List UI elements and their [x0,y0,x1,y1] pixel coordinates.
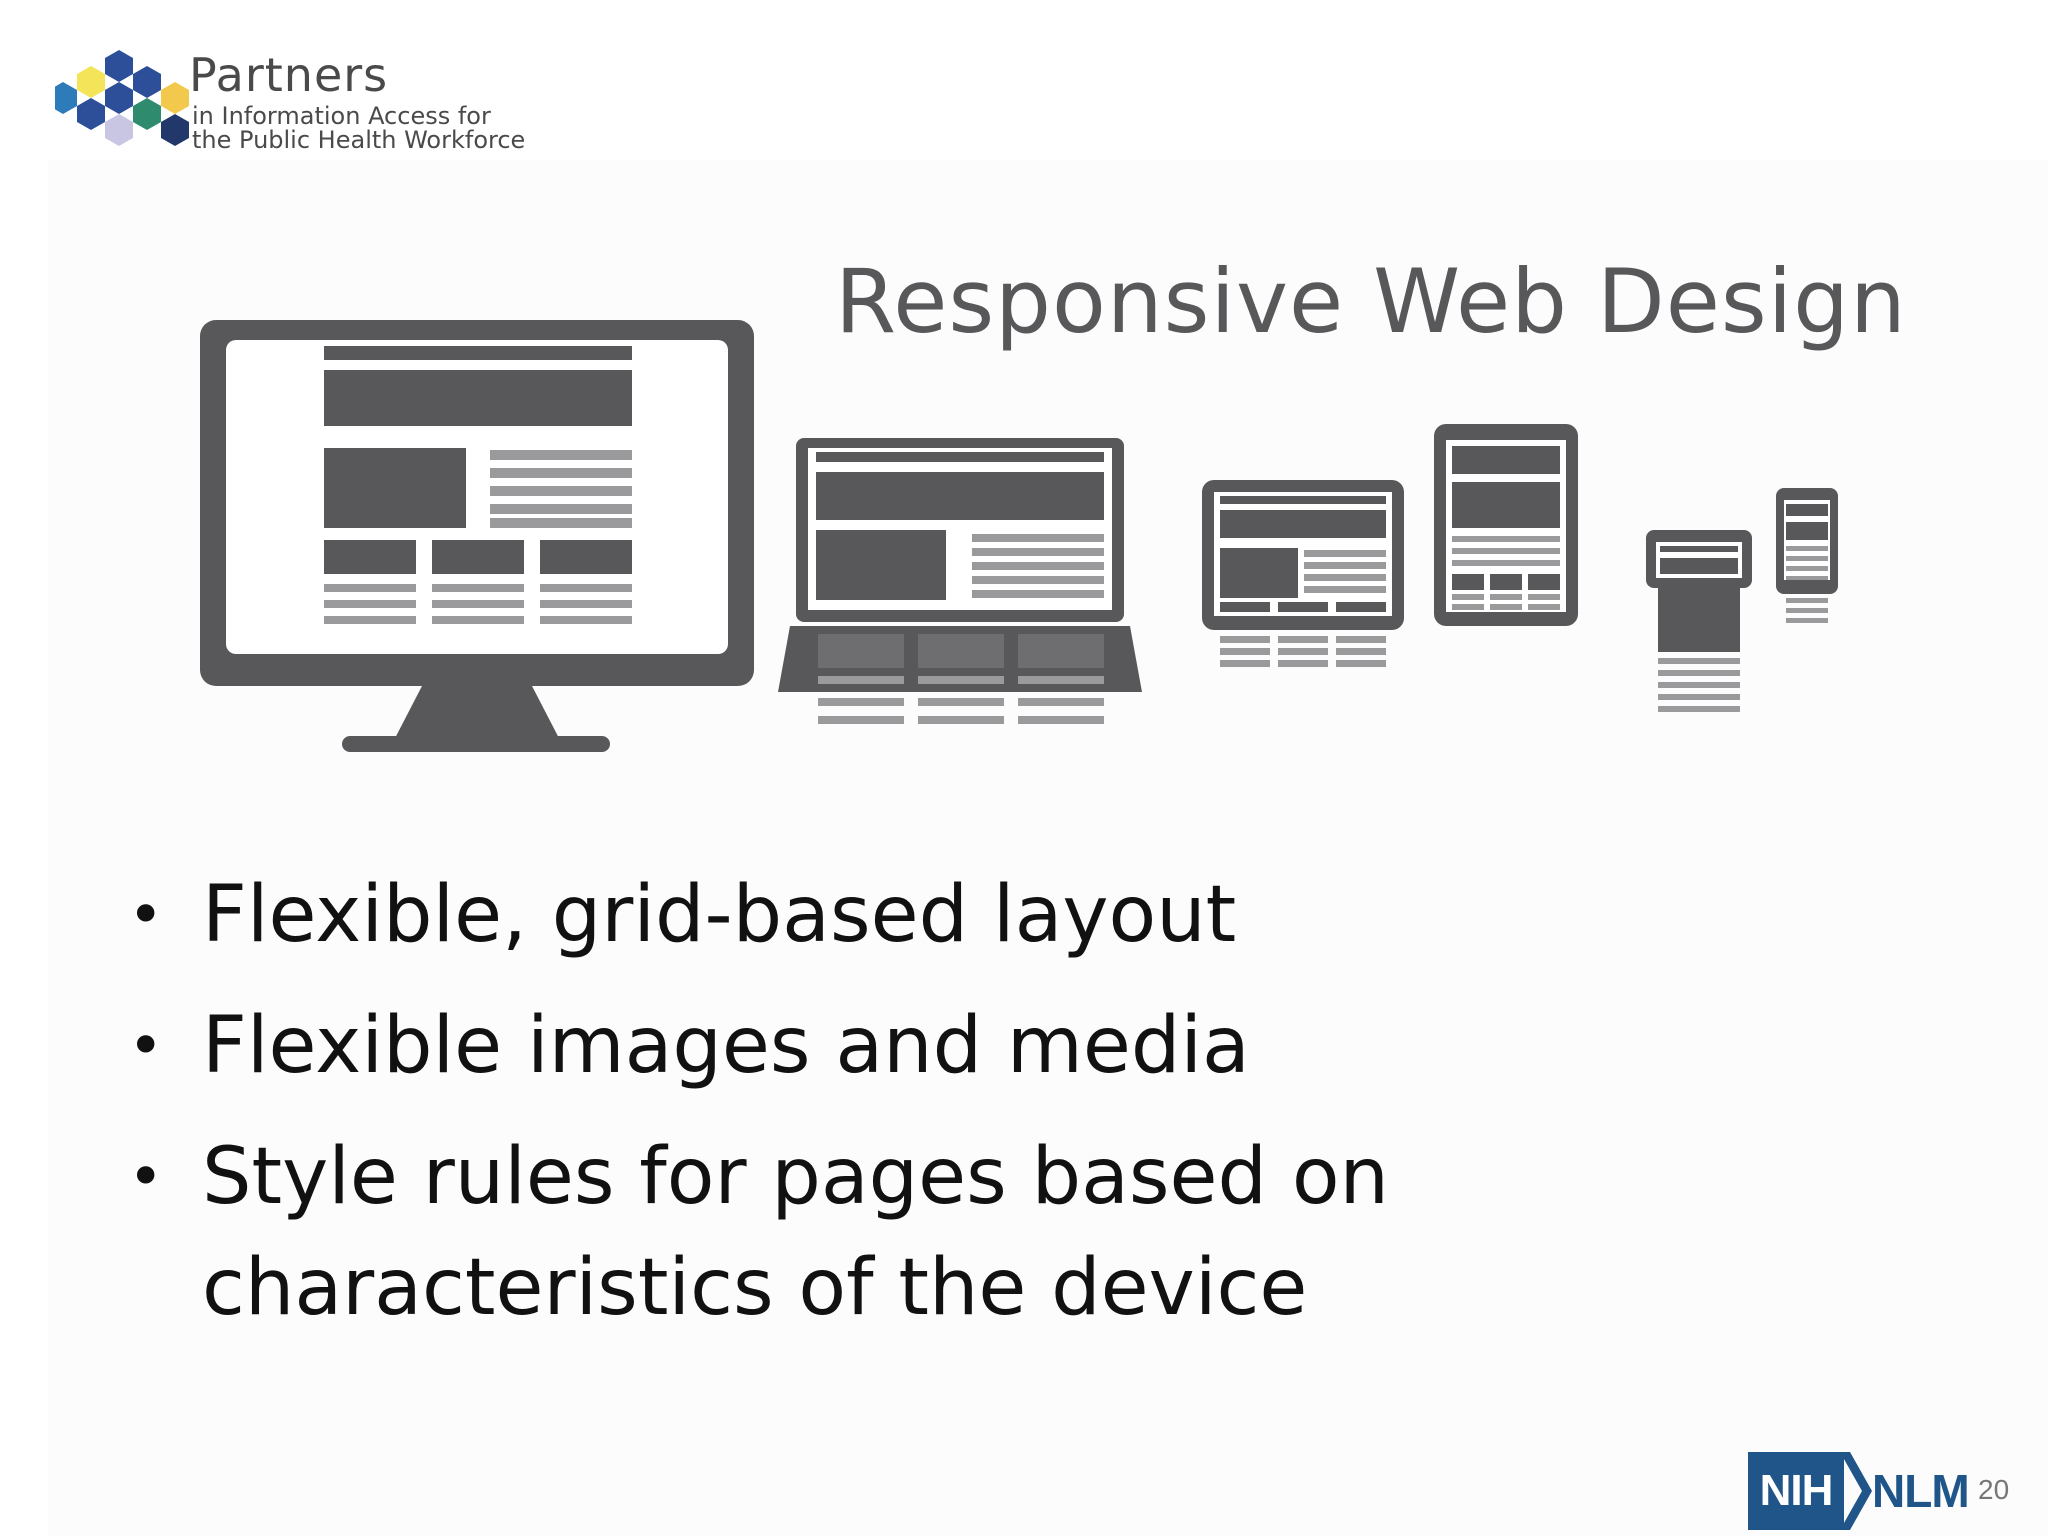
page-number: 20 [1978,1474,2010,1505]
desktop-monitor-icon [200,320,754,752]
bullet-item: • Flexible images and media [120,991,1940,1102]
bullet-item: • Style rules for pages based on charact… [120,1122,1940,1344]
hexagon-cluster-icon [55,50,189,146]
tablet-landscape-icon [1202,480,1404,667]
bullet-text: Flexible, grid-based layout [202,870,1237,960]
phone-portrait-icon [1776,488,1838,623]
nih-nlm-logo: NIH NLM [1748,1452,1978,1530]
bullet-text: Flexible images and media [202,1001,1250,1091]
bullet-text: Style rules for pages based on character… [202,1132,1389,1333]
partners-logo: Partners in Information Access for the P… [55,48,535,154]
nih-label: NIH [1748,1452,1844,1530]
bullet-list: • Flexible, grid-based layout • Flexible… [120,860,1940,1364]
nlm-label: NLM [1872,1465,1970,1517]
chevron-right-icon [1840,1452,1872,1530]
bullet-dot: • [128,1011,164,1081]
bullet-dot: • [128,880,164,950]
logo-name: Partners [189,48,389,102]
logo-tagline-line1: in Information Access for [192,102,491,130]
logo-tagline-line2: the Public Health Workforce [192,126,526,154]
laptop-icon [778,438,1142,724]
illustration-title: Responsive Web Design [835,250,1907,353]
phone-landscape-icon [1646,530,1752,712]
bullet-item: • Flexible, grid-based layout [120,860,1940,971]
bullet-dot: • [128,1142,164,1212]
tablet-portrait-icon [1434,424,1578,626]
